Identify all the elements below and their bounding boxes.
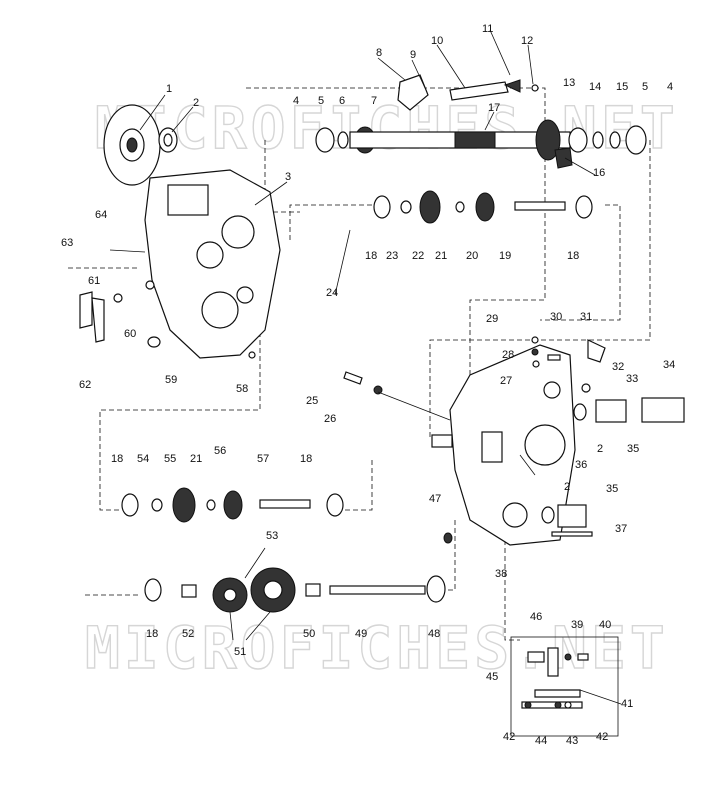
callout-label: 20 [466, 250, 478, 262]
callout-label: 21 [190, 453, 202, 465]
callout-label: 48 [428, 628, 440, 640]
left-case-housing [144, 169, 281, 359]
callout-label: 9 [410, 49, 416, 61]
callout-label: 3 [285, 171, 291, 183]
callout-label: 26 [324, 413, 336, 425]
callout-label: 2 [597, 443, 603, 455]
callout-label: 59 [165, 374, 177, 386]
callout-label: 54 [137, 453, 149, 465]
callout-label: 25 [306, 395, 318, 407]
callout-label: 28 [502, 349, 514, 361]
callout-label: 42 [503, 731, 515, 743]
callout-label: 27 [500, 375, 512, 387]
callout-label: 10 [431, 35, 443, 47]
callout-label: 29 [486, 313, 498, 325]
callout-label: 61 [88, 275, 100, 287]
callout-label: 49 [355, 628, 367, 640]
callout-label: 52 [182, 628, 194, 640]
callout-label: 31 [580, 311, 592, 323]
callout-label: 44 [535, 735, 547, 747]
callout-label: 35 [606, 483, 618, 495]
callout-label: 22 [412, 250, 424, 262]
callout-label: 18 [300, 453, 312, 465]
callout-label: 17 [488, 102, 500, 114]
left-hardware [79, 249, 256, 359]
callout-label: 43 [566, 735, 578, 747]
callout-label: 36 [575, 459, 587, 471]
callout-label: 60 [124, 328, 136, 340]
callout-label: 41 [621, 698, 633, 710]
callout-label: 7 [371, 95, 377, 107]
detent-assembly [510, 636, 619, 737]
bottom-gear-row [144, 567, 446, 613]
callout-label: 24 [326, 287, 338, 299]
callout-label: 18 [146, 628, 158, 640]
callout-label: 40 [599, 619, 611, 631]
callout-label: 8 [376, 47, 382, 59]
callout-label: 18 [567, 250, 579, 262]
callout-label: 38 [495, 568, 507, 580]
callout-label: 14 [589, 81, 601, 93]
callout-label: 18 [111, 453, 123, 465]
callout-label: 45 [486, 671, 498, 683]
watermark-top: MICROFICHES.NET [95, 94, 679, 162]
callout-label: 18 [365, 250, 377, 262]
callout-label: 12 [521, 35, 533, 47]
lower-gear-row [121, 487, 453, 544]
callout-label: 33 [626, 373, 638, 385]
callout-label: 2 [193, 97, 199, 109]
callout-label: 5 [642, 81, 648, 93]
callout-label: 50 [303, 628, 315, 640]
callout-label: 1 [166, 83, 172, 95]
callout-label: 42 [596, 731, 608, 743]
middle-gear-row [373, 190, 593, 224]
callout-label: 62 [79, 379, 91, 391]
callout-label: 15 [616, 81, 628, 93]
callout-label: 37 [615, 523, 627, 535]
callout-label: 56 [214, 445, 226, 457]
callout-label: 58 [236, 383, 248, 395]
callout-label: 39 [571, 619, 583, 631]
callout-label: 32 [612, 361, 624, 373]
callout-label: 47 [429, 493, 441, 505]
callout-label: 51 [234, 646, 246, 658]
callout-label: 57 [257, 453, 269, 465]
callout-label: 64 [95, 209, 107, 221]
right-case-housing [431, 344, 576, 546]
callout-label: 16 [593, 167, 605, 179]
callout-label: 63 [61, 237, 73, 249]
callout-label: 35 [627, 443, 639, 455]
callout-leader-lines [139, 29, 622, 705]
callout-label: 4 [667, 81, 673, 93]
watermark-bottom: MICROFICHES.NET [85, 614, 669, 682]
callout-label: 46 [530, 611, 542, 623]
callout-label: 5 [318, 95, 324, 107]
callout-label: 53 [266, 530, 278, 542]
callout-label: 19 [499, 250, 511, 262]
callout-label: 30 [550, 311, 562, 323]
right-case-hardware [343, 336, 685, 537]
callout-label: 34 [663, 359, 675, 371]
callout-numbers: 1 2 3 4 5 6 7 8 9 10 11 12 13 14 15 5 4 … [61, 23, 675, 747]
callout-label: 13 [563, 77, 575, 89]
callout-label: 23 [386, 250, 398, 262]
upper-shaft-assembly [315, 74, 647, 169]
pulley-assembly [103, 104, 178, 186]
callout-label: 11 [482, 23, 493, 35]
callout-label: 4 [293, 95, 299, 107]
callout-label: 2 [564, 481, 570, 493]
callout-label: 21 [435, 250, 447, 262]
callout-label: 6 [339, 95, 345, 107]
callout-label: 55 [164, 453, 176, 465]
